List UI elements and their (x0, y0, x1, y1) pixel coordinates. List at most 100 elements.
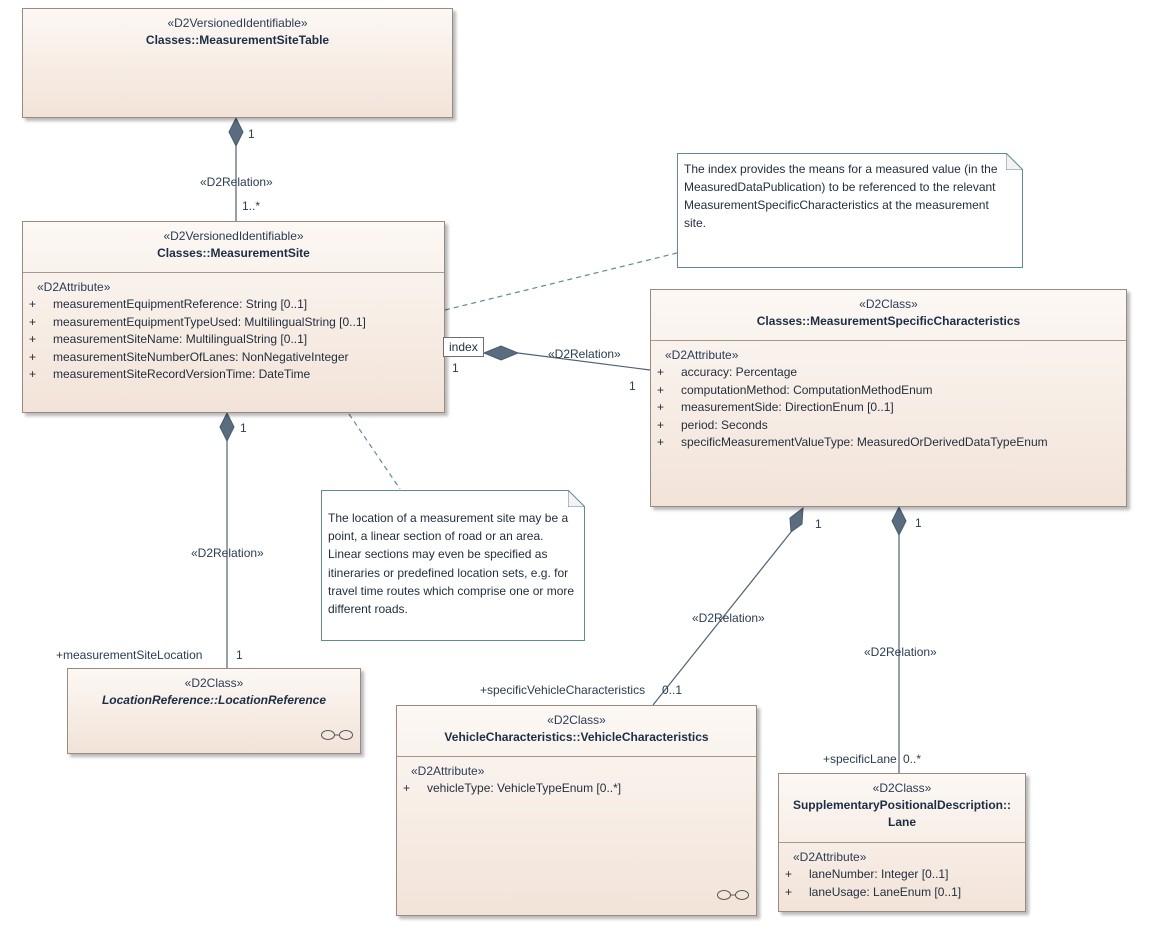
role-label: +specificVehicleCharacteristics (480, 683, 646, 697)
attribute-compartment: «D2Attribute» + vehicleType: VehicleTypeE… (397, 757, 756, 798)
attribute-row: + accuracy: Percentage (657, 364, 1126, 381)
note-fold-icon (568, 490, 585, 507)
attribute-compartment: «D2Attribute» + measurementEquipmentRefer… (23, 273, 444, 383)
relation-stereotype-label: «D2Relation» (864, 645, 937, 659)
class-header: «D2Class» VehicleCharacteristics::Vehicl… (397, 706, 756, 756)
multiplicity-label: 0..1 (662, 683, 683, 697)
attribute-row: + computationMethod: ComputationMethodEnu… (657, 382, 1126, 399)
visibility-marker: + (29, 314, 37, 329)
attribute-stereotype: «D2Attribute» (411, 764, 485, 778)
class-stereotype: «D2Class» (859, 297, 918, 311)
multiplicity-label: 1 (236, 648, 243, 662)
class-stereotype: «D2Class» (547, 713, 606, 727)
class-divider (23, 272, 444, 273)
class-measurement-site-table[interactable]: «D2VersionedIdentifiable» Classes::Measu… (22, 8, 453, 118)
attribute-row: + measurementSiteNumberOfLanes: NonNegati… (29, 349, 444, 366)
attribute-text: specificMeasurementValueType: MeasuredOr… (681, 435, 1048, 450)
composite-diagram-icon (321, 730, 353, 740)
multiplicity-label: 1 (452, 361, 459, 375)
attribute-row: + measurementSide: DirectionEnum [0..1] (657, 399, 1126, 416)
class-name: LocationReference::LocationReference (101, 693, 327, 707)
class-vehicle-characteristics[interactable]: «D2Class» VehicleCharacteristics::Vehicl… (396, 705, 757, 916)
class-name-line-2: Lane (887, 815, 916, 829)
class-name: Classes::MeasurementSite (157, 246, 310, 260)
attribute-text: measurementSiteName: MultilingualString … (53, 332, 308, 347)
class-header: «D2VersionedIdentifiable» Classes::Measu… (23, 9, 452, 49)
class-measurement-specific-characteristics[interactable]: «D2Class» Classes::MeasurementSpecificCh… (650, 289, 1127, 507)
note-anchor-index (444, 252, 678, 311)
visibility-marker: + (29, 367, 37, 382)
class-location-reference[interactable]: «D2Class» LocationReference::LocationRef… (67, 668, 361, 754)
multiplicity-label: 1 (240, 421, 247, 435)
attribute-stereotype: «D2Attribute» (665, 348, 739, 362)
note-index[interactable]: The index provides the means for a measu… (677, 153, 1023, 268)
relation-stereotype-label: «D2Relation» (191, 546, 264, 560)
attribute-text: measurementEquipmentTypeUsed: Multilingu… (53, 314, 366, 329)
multiplicity-label: 1..* (242, 199, 261, 213)
composition-diamond-msc-lane (891, 505, 907, 537)
attribute-row: + measurementEquipmentTypeUsed: Multiling… (29, 314, 444, 331)
attribute-row: + measurementSiteRecordVersionTime: DateT… (29, 366, 444, 383)
attribute-text: measurementSiteRecordVersionTime: DateTi… (53, 367, 311, 382)
visibility-marker: + (657, 400, 665, 415)
class-measurement-site[interactable]: «D2VersionedIdentifiable» Classes::Measu… (22, 221, 445, 413)
attribute-compartment: «D2Attribute» + laneNumber: Integer [0..1… (779, 843, 1025, 901)
class-divider (651, 340, 1126, 341)
multiplicity-label: 1 (815, 517, 822, 531)
multiplicity-label: 0..* (903, 752, 922, 766)
attribute-text: vehicleType: VehicleTypeEnum [0..*] (427, 781, 622, 796)
visibility-marker: + (785, 867, 793, 882)
attribute-row: + period: Seconds (657, 417, 1126, 434)
class-divider (397, 756, 756, 757)
class-header: «D2Class» SupplementaryPositionalDescrip… (779, 774, 1025, 842)
attribute-stereotype: «D2Attribute» (793, 850, 867, 864)
visibility-marker: + (29, 332, 37, 347)
attribute-text: accuracy: Percentage (681, 365, 798, 380)
attribute-stereotype: «D2Attribute» (37, 280, 111, 294)
class-stereotype: «D2VersionedIdentifiable» (167, 16, 308, 30)
class-lane[interactable]: «D2Class» SupplementaryPositionalDescrip… (778, 773, 1026, 912)
visibility-marker: + (657, 435, 665, 450)
composition-diamond-index (482, 345, 520, 361)
composition-diamond-site (219, 411, 235, 443)
note-text: The index provides the means for a measu… (684, 162, 998, 230)
attribute-row: + measurementSiteName: MultilingualString… (29, 331, 444, 348)
visibility-marker: + (657, 382, 665, 397)
attribute-text: measurementEquipmentReference: String [0… (53, 297, 308, 312)
multiplicity-label: 1 (629, 379, 636, 393)
composite-diagram-icon (717, 890, 749, 900)
composition-diamond-table (228, 116, 244, 148)
multiplicity-label: 1 (915, 516, 922, 530)
attribute-text: computationMethod: ComputationMethodEnum (681, 382, 933, 397)
visibility-marker: + (657, 417, 665, 432)
visibility-marker: + (403, 781, 411, 796)
visibility-marker: + (29, 297, 37, 312)
attribute-row: + laneNumber: Integer [0..1] (785, 866, 1025, 883)
relation-stereotype-label: «D2Relation» (692, 611, 765, 625)
note-location[interactable]: The location of a measurement site may b… (321, 490, 585, 641)
note-anchor-location (348, 413, 401, 490)
class-header: «D2Class» LocationReference::LocationRef… (68, 669, 360, 709)
attribute-row: + measurementEquipmentReference: String [… (29, 296, 444, 313)
relation-stereotype-label: «D2Relation» (548, 347, 621, 361)
class-name-line-1: SupplementaryPositionalDescription:: (792, 798, 1012, 812)
qualifier-index[interactable]: index (443, 337, 484, 357)
attribute-row: + specificMeasurementValueType: MeasuredO… (657, 434, 1126, 451)
visibility-marker: + (29, 349, 37, 364)
attribute-text: laneNumber: Integer [0..1] (809, 867, 949, 882)
class-stereotype: «D2VersionedIdentifiable» (163, 229, 304, 243)
attribute-row: + vehicleType: VehicleTypeEnum [0..*] (403, 780, 756, 797)
note-fold-icon (1006, 153, 1023, 170)
visibility-marker: + (657, 365, 665, 380)
role-label: +specificLane (823, 752, 897, 766)
attribute-row: +laneUsage: LaneEnum [0..1] (785, 884, 1025, 901)
attribute-text: period: Seconds (681, 417, 768, 432)
role-label: +measurementSiteLocation (56, 648, 203, 662)
visibility-marker: + (785, 884, 793, 899)
composition-diamond-msc-vehicle (789, 506, 804, 533)
class-name: Classes::MeasurementSiteTable (145, 33, 330, 47)
attribute-text: measurementSiteNumberOfLanes: NonNegativ… (53, 349, 349, 364)
class-stereotype: «D2Class» (184, 676, 244, 690)
attribute-text: measurementSide: DirectionEnum [0..1] (681, 400, 894, 415)
multiplicity-label: 1 (248, 127, 255, 141)
